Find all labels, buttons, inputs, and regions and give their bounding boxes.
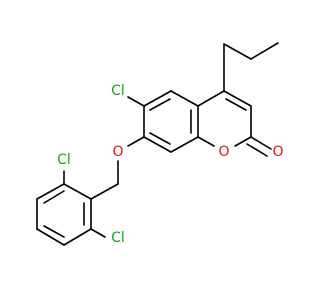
bond-c7-c8 bbox=[143, 136, 172, 153]
bond-ar2-ar3-inner bbox=[43, 190, 65, 204]
bond-propyl-c2-c1 bbox=[223, 43, 252, 60]
chlorine-label-bottom: Cl bbox=[111, 230, 125, 246]
atom-labels: Cl Cl Cl O O O bbox=[57, 83, 283, 246]
oxygen-label-ring: O bbox=[218, 144, 229, 160]
bond-c2-o-carbonyl bbox=[250, 136, 272, 150]
bond-ar4-ar5-inner bbox=[43, 225, 65, 238]
bond-ar6-cl bbox=[90, 228, 106, 238]
bond-ar1-ar2 bbox=[63, 183, 92, 200]
bonds bbox=[36, 42, 279, 246]
bond-c5-c6-inner bbox=[149, 98, 171, 111]
bond-c7-o-ether bbox=[127, 136, 145, 147]
bond-c6-cl bbox=[127, 96, 145, 107]
bond-o-ring-c2 bbox=[234, 136, 252, 147]
molecule-structure-diagram: Cl Cl Cl O O O bbox=[36, 42, 284, 246]
bond-propyl-c3-c2 bbox=[250, 42, 279, 60]
bond-ar5-ar6 bbox=[63, 228, 92, 246]
oxygen-label-carbonyl: O bbox=[272, 144, 283, 160]
bond-c4a-c5 bbox=[170, 90, 199, 107]
bond-ch2-aryl bbox=[90, 183, 119, 200]
bond-c4-c3-inner bbox=[225, 98, 247, 111]
bond-ar4-ar5 bbox=[36, 228, 65, 246]
hetero-bonds bbox=[63, 96, 252, 238]
bond-c4-c4a bbox=[197, 90, 225, 107]
oxygen-label-ether: O bbox=[112, 144, 123, 160]
bond-c8a-o-ring bbox=[197, 136, 215, 147]
bond-c5-c6 bbox=[143, 90, 172, 107]
bond-c7-c8-inner bbox=[149, 132, 171, 145]
bond-c4-c3 bbox=[223, 90, 252, 107]
chlorine-label-top: Cl bbox=[111, 83, 125, 99]
bond-c8-c8a bbox=[170, 136, 199, 153]
chlorine-label-left: Cl bbox=[57, 152, 71, 168]
bond-ar2-ar3 bbox=[36, 183, 65, 200]
bond-c2-o-carbonyl-second bbox=[246, 143, 268, 157]
double-bonds bbox=[36, 90, 272, 246]
